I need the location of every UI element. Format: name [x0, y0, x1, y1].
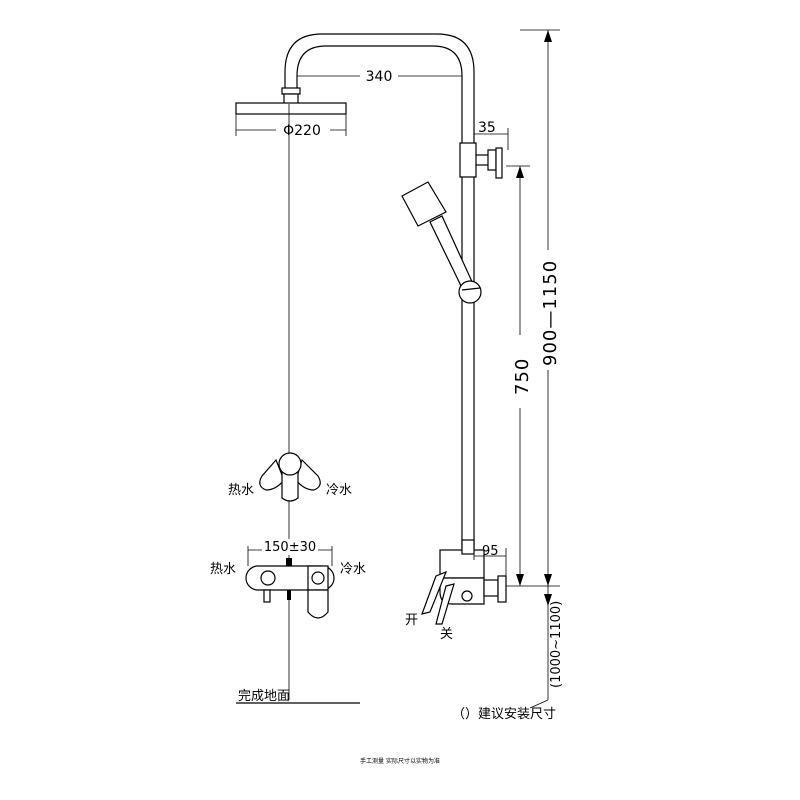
slide-range-label: 750: [512, 358, 533, 395]
recommended-note: （）建议安装尺寸: [452, 707, 556, 722]
hot-water-upper-label: 热水: [228, 483, 254, 498]
arm-reach-label: 340: [366, 69, 393, 85]
wall-bracket: 35: [459, 120, 509, 179]
close-label: 关: [440, 627, 453, 642]
shower-head: Φ220: [235, 87, 347, 139]
head-diameter-label: Φ220: [283, 123, 321, 139]
valve-centers-label: 150±30: [264, 540, 316, 555]
offset-dim-label: 95: [482, 544, 499, 559]
cold-water-upper-label: 冷水: [326, 483, 352, 498]
vertical-dimensions: 750 900—1150 (1000~1100): [506, 29, 564, 709]
hand-shower: [401, 181, 482, 304]
cold-water-lower-label: 冷水: [340, 562, 366, 577]
arm-reach-dimension: 340: [297, 66, 462, 85]
mixer-front-view: 150±30 热水 冷水: [210, 539, 366, 619]
finished-floor-label: 完成地面: [238, 689, 290, 704]
total-height-label: 900—1150: [540, 260, 561, 366]
footer-note: 手工测量 实际尺寸以实物为准: [360, 757, 440, 765]
shower-riser: [284, 33, 475, 548]
floor: 完成地面: [236, 689, 360, 704]
bracket-dim-label: 35: [478, 120, 496, 136]
mixer-valve-side: 95: [421, 539, 507, 625]
open-label: 开: [405, 613, 418, 628]
hot-water-lower-label: 热水: [210, 562, 236, 577]
alt-height-label: (1000~1100): [549, 601, 564, 688]
handle-front-view: 热水 冷水: [228, 452, 352, 502]
